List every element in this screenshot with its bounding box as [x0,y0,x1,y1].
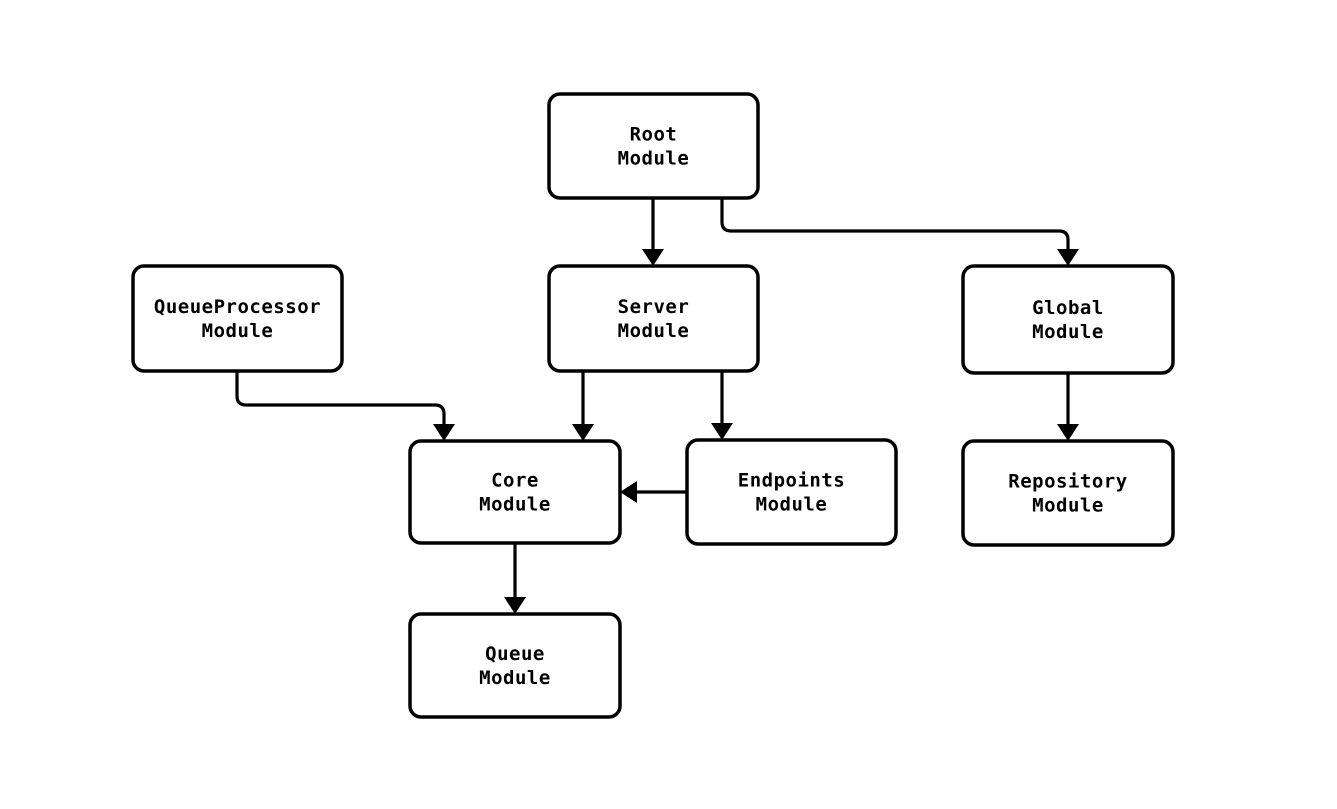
edge-global-to-repository [1057,373,1079,441]
edge-queueprocessor-to-core [235,371,455,441]
arrow-head-icon [1057,424,1079,441]
arrow-head-icon [620,481,637,503]
node-label-line1: Endpoints [738,470,845,492]
edge-line [235,371,446,425]
node-label-line1: Root [630,124,678,146]
edge-endpoints-to-core [620,481,687,503]
node-label-line1: Core [491,470,539,492]
node-box[interactable] [685,438,898,546]
node-label-line2: Module [756,494,828,516]
arrow-head-icon [504,597,526,614]
edge-core-to-queue [504,543,526,614]
node-box[interactable] [408,439,622,545]
node-label-line2: Module [1032,321,1104,343]
nodes-layer: RootModuleQueueProcessorModuleServerModu… [131,92,1175,719]
node-label-line2: Module [1032,495,1104,517]
node-label-line1: Queue [485,643,545,665]
edge-root-to-global [720,198,1079,266]
node-label-line1: Global [1032,297,1104,319]
node-box[interactable] [408,612,622,719]
edge-server-to-core [572,371,594,441]
node-label-line2: Module [479,494,551,516]
arrow-head-icon [642,249,664,266]
arrow-head-icon [1057,249,1079,266]
node-label-line1: Server [618,296,690,318]
arrow-head-icon [572,424,594,441]
node-box[interactable] [547,264,760,373]
arrow-head-icon [433,424,455,441]
edge-server-to-endpoints [711,371,733,440]
edges-layer [235,198,1079,614]
node-box[interactable] [961,439,1175,547]
node-label-line2: Module [479,667,551,689]
edge-line [720,198,1070,250]
node-label-line1: Repository [1008,471,1127,493]
node-label-line2: Module [618,148,690,170]
node-label-line1: QueueProcessor [154,296,321,318]
node-box[interactable] [547,92,760,200]
edge-root-to-server [642,198,664,266]
node-label-line2: Module [618,320,690,342]
node-label-line2: Module [202,320,274,342]
node-box[interactable] [961,264,1175,375]
arrow-head-icon [711,423,733,440]
node-box[interactable] [131,264,344,373]
